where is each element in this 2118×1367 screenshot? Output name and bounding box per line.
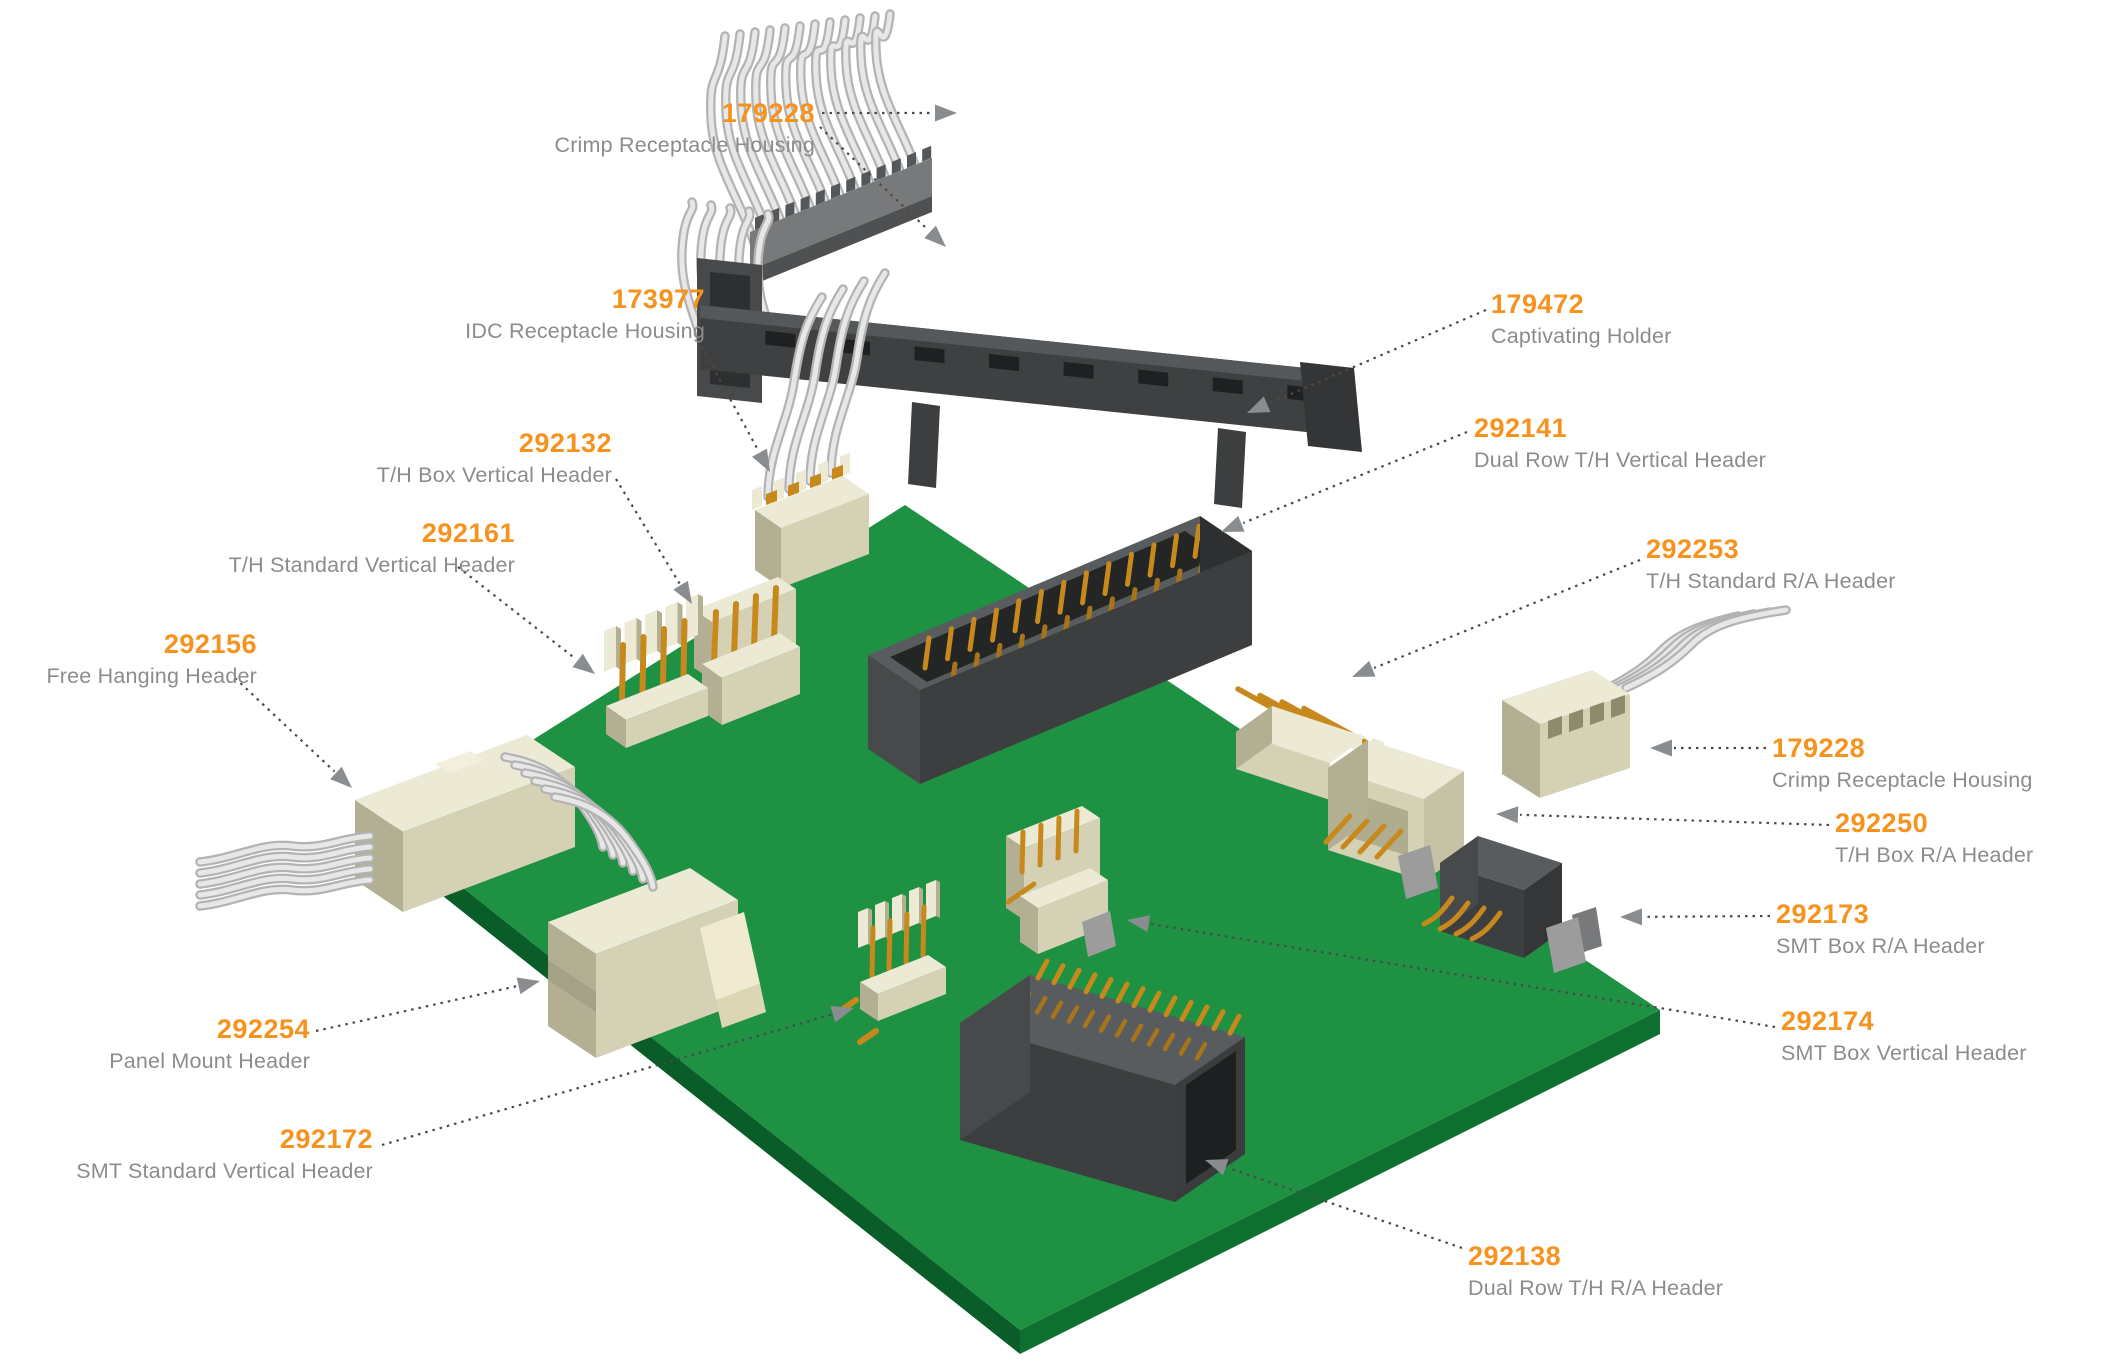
leader-lines — [234, 104, 1830, 1250]
part-description: SMT Box Vertical Header — [1781, 1041, 2027, 1065]
part-description: IDC Receptacle Housing — [465, 319, 705, 343]
dual-row-th-ra-header — [960, 958, 1245, 1202]
arrowhead-icon — [1205, 1159, 1229, 1176]
arrowhead-icon — [572, 653, 595, 674]
part-number: 179228 — [721, 98, 815, 128]
part-number: 292172 — [279, 1124, 373, 1154]
part-number: 179472 — [1491, 289, 1585, 319]
th-standard-ra-header — [1235, 686, 1384, 800]
leader-line — [1242, 430, 1468, 524]
part-number: 292132 — [518, 428, 612, 458]
leader-line — [1150, 922, 1776, 1029]
part-number: 292250 — [1835, 808, 1929, 838]
part-number: 292156 — [163, 629, 257, 659]
arrowhead-icon — [330, 766, 352, 788]
part-description: Crimp Receptacle Housing — [554, 133, 815, 157]
arrowhead-icon — [830, 1005, 854, 1023]
part-description: SMT Box R/A Header — [1776, 934, 1985, 958]
part-description: T/H Standard Vertical Header — [228, 553, 515, 577]
leader-line — [1268, 308, 1487, 405]
leader-line — [315, 985, 517, 1033]
leader-line — [457, 566, 577, 661]
leader-line — [1519, 813, 1830, 827]
th-box-vertical-header — [694, 577, 800, 725]
part-number: 292174 — [1781, 1006, 1875, 1036]
crimp-receptacle-housing-right — [1502, 605, 1791, 798]
panel-mount-header — [548, 868, 766, 1058]
leader-line — [381, 1013, 832, 1147]
smt-box-vertical-header — [1005, 806, 1116, 957]
arrowhead-icon — [752, 448, 770, 472]
part-number: 292138 — [1468, 1241, 1562, 1271]
part-number: 173977 — [611, 284, 705, 314]
arrowhead-icon — [935, 104, 957, 122]
leader-line — [819, 126, 930, 232]
arrowhead-icon — [516, 977, 540, 995]
part-description: Free Hanging Header — [46, 664, 257, 688]
arrowhead-icon — [1650, 739, 1672, 757]
part-number: 292253 — [1646, 534, 1740, 564]
part-number: 292161 — [421, 518, 515, 548]
dual-row-th-vertical-header — [868, 516, 1252, 784]
arrowhead-icon — [1247, 396, 1271, 413]
part-description: T/H Standard R/A Header — [1646, 569, 1896, 593]
part-number: 179228 — [1772, 733, 1866, 763]
arrowhead-icon — [924, 225, 946, 247]
part-number: 292254 — [216, 1014, 310, 1044]
smt-standard-vertical-header — [837, 880, 946, 1045]
part-number: 292173 — [1776, 899, 1870, 929]
part-description: Dual Row T/H R/A Header — [1468, 1276, 1724, 1300]
part-description: Dual Row T/H Vertical Header — [1474, 448, 1766, 472]
th-standard-vertical-header — [604, 594, 708, 748]
part-description: Panel Mount Header — [109, 1049, 310, 1073]
part-description: SMT Standard Vertical Header — [76, 1159, 373, 1183]
leader-line — [1643, 914, 1771, 918]
arrowhead-icon — [673, 580, 692, 604]
part-description: T/H Box R/A Header — [1835, 843, 2034, 867]
arrowhead-icon — [1127, 915, 1151, 932]
smt-box-ra-header — [1421, 836, 1602, 973]
leader-line — [234, 677, 336, 773]
harness-wires — [195, 752, 658, 911]
leader-line — [615, 478, 681, 585]
part-description: Captivating Holder — [1491, 324, 1672, 348]
arrowhead-icon — [1352, 660, 1376, 677]
arrowhead-icon — [1221, 515, 1245, 532]
part-description: T/H Box Vertical Header — [376, 463, 612, 487]
arrowhead-icon — [1620, 908, 1643, 926]
arrowhead-icon — [1496, 806, 1519, 824]
part-number: 292141 — [1474, 413, 1568, 443]
leader-line — [697, 339, 760, 452]
idc-receptacle-housing — [752, 268, 890, 588]
leader-line — [1373, 558, 1641, 669]
part-description: Crimp Receptacle Housing — [1772, 768, 2033, 792]
th-box-ra-header — [1323, 740, 1464, 899]
crimp-receptacle-housing-top — [705, 9, 932, 286]
